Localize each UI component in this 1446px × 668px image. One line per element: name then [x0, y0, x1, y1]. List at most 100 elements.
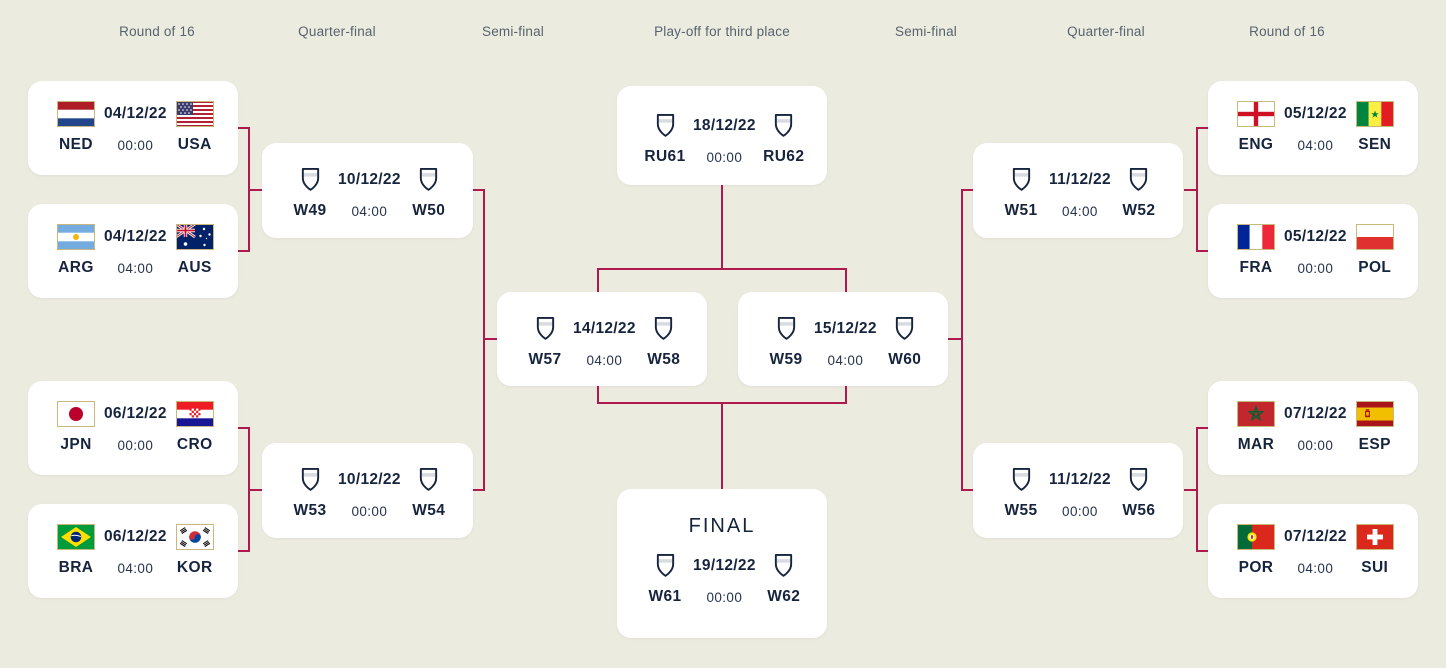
- match-card-w55-w56[interactable]: 11/12/22 W55 00:00 W56: [973, 443, 1183, 538]
- match-card-bra-kor[interactable]: 06/12/22 BRA 04:00 KOR: [28, 504, 238, 598]
- shield-icon: [299, 466, 322, 493]
- match-card-w59-w60[interactable]: 15/12/22 W59 04:00 W60: [738, 292, 948, 386]
- match-content: 15/12/22 W59 04:00 W60: [738, 292, 948, 369]
- connector-line: [721, 402, 723, 489]
- match-time: 04:00: [117, 260, 154, 276]
- match-card-eng-sen[interactable]: 05/12/22 ENG 04:00 SEN: [1208, 81, 1418, 175]
- connector-line: [250, 489, 262, 491]
- match-date: 14/12/22: [573, 319, 636, 337]
- match-time: 00:00: [117, 437, 154, 453]
- match-content: 10/12/22 W53 00:00 W54: [262, 443, 473, 520]
- team-code-away: ESP: [1358, 436, 1391, 453]
- match-time: 04:00: [1297, 137, 1334, 153]
- match-content: 07/12/22 POR 04:00 SUI: [1208, 504, 1418, 577]
- team-code-home: ARG: [58, 259, 94, 276]
- team-code-away: W54: [412, 502, 446, 519]
- match-date: 06/12/22: [104, 528, 167, 545]
- team-code-away: W60: [888, 351, 922, 368]
- match-date: 10/12/22: [338, 170, 401, 188]
- shield-icon: [417, 466, 440, 493]
- match-card-final[interactable]: FINAL 19/12/22 W61 00:00 W62: [617, 489, 827, 638]
- round-header-r16-left: Round of 16: [119, 24, 195, 39]
- team-code-away: RU62: [763, 148, 805, 165]
- team-code-away: W62: [767, 588, 801, 605]
- match-content: 06/12/22 JPN 00:00 CRO: [28, 381, 238, 454]
- team-code-home: ENG: [1238, 136, 1274, 153]
- flag-arg-icon: [57, 224, 95, 250]
- match-card-w51-w52[interactable]: 11/12/22 W51 04:00 W52: [973, 143, 1183, 238]
- connector-line: [485, 338, 497, 340]
- match-content: 11/12/22 W51 04:00 W52: [973, 143, 1183, 220]
- match-card-ned-usa[interactable]: 04/12/22 NED 00:00 USA: [28, 81, 238, 175]
- connector-line: [597, 268, 599, 292]
- team-code-home: POR: [1238, 559, 1274, 576]
- team-code-home: W55: [1004, 502, 1038, 519]
- match-card-por-sui[interactable]: 07/12/22 POR 04:00 SUI: [1208, 504, 1418, 598]
- team-code-home: MAR: [1237, 436, 1275, 453]
- flag-usa-icon: [175, 101, 214, 127]
- match-content: 10/12/22 W49 04:00 W50: [262, 143, 473, 220]
- match-time: 00:00: [1297, 260, 1334, 276]
- shield-icon: [654, 552, 677, 579]
- connector-line: [1196, 127, 1198, 252]
- connector-line: [597, 386, 599, 404]
- match-time: 04:00: [1297, 560, 1334, 576]
- shield-icon: [1127, 466, 1150, 493]
- connector-line: [961, 489, 973, 491]
- team-code-home: BRA: [58, 559, 94, 576]
- match-date: 05/12/22: [1284, 105, 1347, 122]
- team-code-home: NED: [59, 136, 93, 153]
- match-card-w49-w50[interactable]: 10/12/22 W49 04:00 W50: [262, 143, 473, 238]
- connector-line: [1196, 427, 1198, 552]
- match-date: 07/12/22: [1284, 528, 1347, 545]
- match-date: 11/12/22: [1049, 470, 1111, 488]
- team-code-away: SUI: [1361, 559, 1389, 576]
- match-content: 18/12/22 RU61 00:00 RU62: [617, 86, 827, 166]
- match-card-w53-w54[interactable]: 10/12/22 W53 00:00 W54: [262, 443, 473, 538]
- match-time: 04:00: [586, 352, 623, 368]
- connector-line: [1196, 550, 1208, 552]
- connector-line: [238, 127, 250, 129]
- connector-line: [238, 250, 250, 252]
- team-code-away: SEN: [1358, 136, 1392, 153]
- shield-icon: [654, 112, 677, 139]
- match-card-jpn-cro[interactable]: 06/12/22 JPN 00:00 CRO: [28, 381, 238, 475]
- match-card-mar-esp[interactable]: 07/12/22 MAR 00:00 ESP: [1208, 381, 1418, 475]
- match-date: 11/12/22: [1049, 170, 1111, 188]
- match-date: 06/12/22: [104, 405, 167, 422]
- team-code-away: W56: [1122, 502, 1156, 519]
- match-date: 04/12/22: [104, 228, 167, 245]
- match-content: 14/12/22 W57 04:00 W58: [497, 292, 707, 369]
- match-card-ru61-ru62[interactable]: 18/12/22 RU61 00:00 RU62: [617, 86, 827, 185]
- connector-line: [597, 268, 847, 270]
- shield-icon: [893, 315, 916, 342]
- match-content: 06/12/22 BRA 04:00 KOR: [28, 504, 238, 577]
- connector-line: [1196, 427, 1208, 429]
- connector-line: [238, 550, 250, 552]
- connector-line: [961, 189, 963, 491]
- match-content: 11/12/22 W55 00:00 W56: [973, 443, 1183, 520]
- team-code-away: POL: [1358, 259, 1392, 276]
- match-time: 00:00: [1297, 437, 1334, 453]
- flag-ned-icon: [57, 101, 95, 127]
- match-card-fra-pol[interactable]: 05/12/22 FRA 00:00 POL: [1208, 204, 1418, 298]
- match-card-w57-w58[interactable]: 14/12/22 W57 04:00 W58: [497, 292, 707, 386]
- match-date: 04/12/22: [104, 105, 167, 122]
- match-time: 00:00: [706, 589, 743, 605]
- team-code-away: W52: [1122, 202, 1156, 219]
- final-title: FINAL: [688, 515, 756, 537]
- team-code-away: KOR: [176, 559, 213, 576]
- shield-icon: [534, 315, 557, 342]
- shield-icon: [1010, 166, 1033, 193]
- connector-line: [483, 189, 485, 491]
- round-header-qf-right: Quarter-final: [1067, 24, 1145, 39]
- team-code-home: W51: [1004, 202, 1038, 219]
- match-time: 00:00: [706, 149, 743, 165]
- flag-por-icon: [1237, 524, 1275, 550]
- match-card-arg-aus[interactable]: 04/12/22 ARG 04:00 AUS: [28, 204, 238, 298]
- team-code-home: FRA: [1239, 259, 1273, 276]
- match-time: 04:00: [117, 560, 154, 576]
- flag-kor-icon: [175, 524, 214, 550]
- match-date: 19/12/22: [693, 556, 756, 574]
